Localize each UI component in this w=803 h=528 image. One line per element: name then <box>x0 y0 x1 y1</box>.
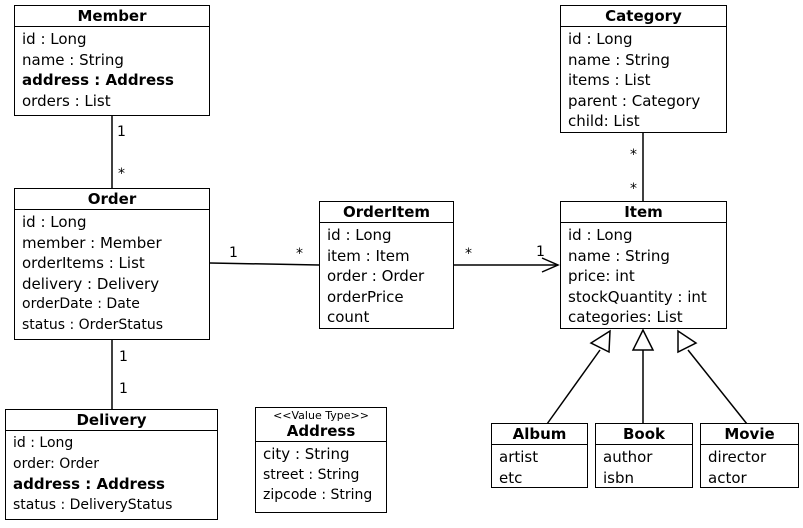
album-class-title: Album <box>492 424 587 445</box>
multiplicity-order-end: * <box>118 166 125 182</box>
delivery-attr-id: id : Long <box>13 435 74 451</box>
album-attr-etc: etc <box>499 468 523 487</box>
order-attr-status: status : OrderStatus <box>22 316 164 333</box>
order-orderitem-association <box>209 262 320 266</box>
item-attr-name: name : String <box>568 246 670 265</box>
delivery-class-box: Delivery id : Long order: Order address … <box>5 409 218 520</box>
movie-inheritance-line <box>687 349 748 425</box>
category-attr-child: child: List <box>568 112 640 130</box>
delivery-attr-order: order: Order <box>13 455 100 472</box>
address-class-box: <<Value Type>> Address city : String str… <box>255 407 387 513</box>
book-generalization-arrowhead <box>631 328 655 351</box>
multiplicity-orderitem-to-item-orderitem-end: * <box>465 246 472 262</box>
category-attr-parent: parent : Category <box>568 91 701 110</box>
item-class-box: Item id : Long name : String price: int … <box>560 201 727 329</box>
orderitem-attr-order: order : Order <box>327 267 425 285</box>
order-class-title: Order <box>15 189 209 210</box>
category-attr-id: id : Long <box>568 30 633 48</box>
category-attr-name: name : String <box>568 50 670 69</box>
address-attr-city: city : String <box>263 445 350 463</box>
order-attr-member: member : Member <box>22 233 162 252</box>
orderitem-attr-count: count <box>327 308 370 326</box>
order-attr-delivery: delivery : Delivery <box>22 274 160 293</box>
movie-attr-director: director <box>708 448 767 466</box>
address-attr-zipcode: zipcode : String <box>263 487 373 503</box>
orderitem-item-arrowhead <box>541 257 560 273</box>
book-class-title: Book <box>596 424 692 445</box>
movie-attr-actor: actor <box>708 468 747 487</box>
movie-generalization-arrowhead <box>677 329 698 354</box>
book-class-box: Book author isbn <box>595 423 693 488</box>
album-attr-artist: artist <box>499 448 539 466</box>
item-attr-price: price: int <box>568 267 635 285</box>
delivery-class-title: Delivery <box>6 410 217 431</box>
item-attr-categories: categories: List <box>568 308 683 326</box>
multiplicity-orderitem-to-item-item-end: 1 <box>536 244 545 260</box>
member-class-box: Member id : Long name : String address :… <box>14 5 210 116</box>
multiplicity-category-end: * <box>630 147 637 163</box>
member-class-title: Member <box>15 6 209 27</box>
address-class-title-area: <<Value Type>> Address <box>256 408 386 442</box>
order-attr-id: id : Long <box>22 213 87 231</box>
delivery-attr-status: status : DeliveryStatus <box>13 496 173 513</box>
item-class-title: Item <box>561 202 726 223</box>
order-attr-orderdate: orderDate : Date <box>22 296 140 312</box>
multiplicity-item-category-end: * <box>630 181 637 197</box>
order-class-box: Order id : Long member : Member orderIte… <box>14 188 210 340</box>
item-attr-id: id : Long <box>568 226 633 244</box>
movie-class-box: Movie director actor <box>700 423 799 488</box>
orderitem-attr-id: id : Long <box>327 226 392 244</box>
item-attr-stockquantity: stockQuantity : int <box>568 287 707 306</box>
album-inheritance-line <box>546 349 601 425</box>
category-attr-items: items : List <box>568 71 651 89</box>
address-class-title: Address <box>286 422 356 440</box>
multiplicity-member-end: 1 <box>117 124 126 140</box>
delivery-attr-address: address : Address <box>13 475 165 493</box>
multiplicity-order-delivery-order-end: 1 <box>119 349 128 365</box>
orderitem-attr-item: item : Item <box>327 246 410 265</box>
orderitem-attr-orderprice: orderPrice <box>327 287 404 306</box>
member-attr-name: name : String <box>22 50 124 69</box>
movie-class-title: Movie <box>701 424 798 445</box>
book-attr-isbn: isbn <box>603 468 635 487</box>
category-class-title: Category <box>561 6 726 27</box>
orderitem-class-title: OrderItem <box>320 202 453 223</box>
member-attr-address: address : Address <box>22 71 174 89</box>
address-attr-street: street : String <box>263 466 360 483</box>
album-class-box: Album artist etc <box>491 423 588 488</box>
multiplicity-order-to-orderitem-orderitem-end: * <box>296 246 303 262</box>
member-attr-orders: orders : List <box>22 91 111 110</box>
order-attr-orderitems: orderItems : List <box>22 254 145 272</box>
address-stereotype: <<Value Type>> <box>273 409 369 422</box>
book-attr-author: author <box>603 448 653 466</box>
multiplicity-order-to-orderitem-order-end: 1 <box>229 245 238 261</box>
album-generalization-arrowhead <box>589 329 611 354</box>
multiplicity-order-delivery-delivery-end: 1 <box>119 381 128 397</box>
orderitem-class-box: OrderItem id : Long item : Item order : … <box>319 201 454 329</box>
member-attr-id: id : Long <box>22 30 87 48</box>
category-class-box: Category id : Long name : String items :… <box>560 5 727 133</box>
